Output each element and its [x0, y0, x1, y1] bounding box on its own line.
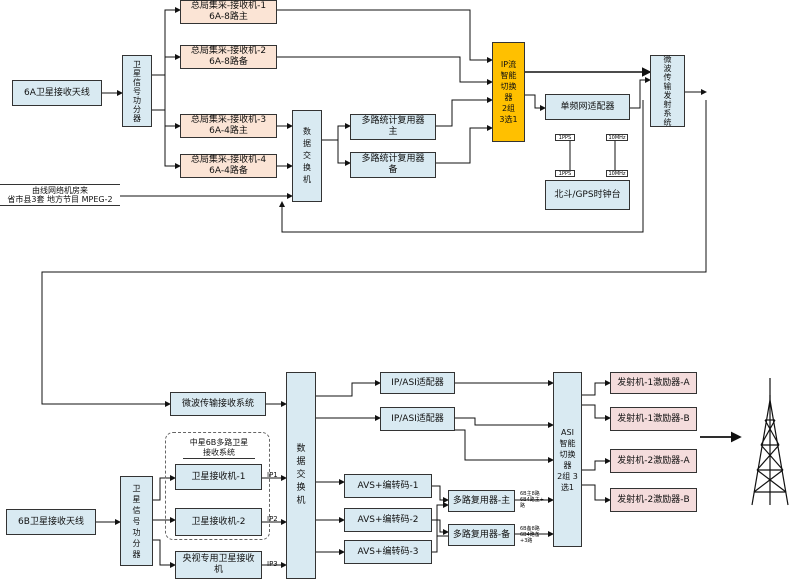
sfn-adapter: 单频网适配器 [545, 94, 630, 120]
receiver-6a8-backup: 总局集采-接收机-2 6A-8路备 [180, 45, 277, 69]
tx1-exciter-a: 发射机-1激励器-A [610, 372, 697, 394]
avs-transcoder-1: AVS+编转码-1 [344, 474, 432, 498]
microwave-tx-system: 微 波 传 输 发 射 系 统 [650, 55, 685, 127]
pps-signal-b: 1PPS [555, 170, 575, 177]
data-switch-bottom: 数 据 交 换 机 [286, 372, 316, 579]
receiver-6a4-backup: 总局集采-接收机-4 6A-4路备 [180, 154, 277, 178]
cctv-receiver: 央视专用卫星接收 机 [175, 551, 262, 579]
antenna-6a-label: 6A卫星接收天线 [12, 80, 102, 106]
zhongxing-6b-group [165, 432, 270, 540]
tx1-exciter-b: 发射机-1激励器-B [610, 407, 697, 431]
group-title: 中星6B多路卫星 接收系统 [183, 437, 255, 459]
stat-mux-main: 多路统计复用器 主 [350, 114, 436, 140]
stat-mux-backup: 多路统计复用器 备 [350, 152, 436, 178]
10mhz-signal-a: 10MHz [606, 134, 628, 141]
10mhz-signal-b: 10MHz [606, 170, 628, 177]
ip-asi-adapter-1: IP/ASI适配器 [380, 372, 455, 394]
beidou-gps-clock: 北斗/GPS时钟台 [545, 180, 630, 210]
sat-receiver-2: 卫星接收机-2 [175, 508, 262, 536]
asi-switcher: ASI 智能 切换 器 2组 3 选1 [553, 372, 582, 547]
ip-stream-switcher: IP流 智能 切换 器 2组 3选1 [492, 42, 525, 142]
antenna-6b-label: 6B卫星接收天线 [6, 509, 96, 535]
fiber-source-label: 由线网络机房来 省市县3套 地方节目 MPEG-2 [0, 184, 120, 206]
signal-splitter-bottom: 卫 星 信 号 功 分 器 [120, 476, 153, 566]
mux-backup-note: 6B备8路 6B4路备 +3路 [520, 526, 540, 544]
multiplexer-main: 多路复用器-主 [448, 490, 515, 512]
ip2-label: IP2 [267, 515, 278, 523]
avs-transcoder-3: AVS+编转码-3 [344, 540, 432, 564]
mux-main-note: 6B主8路 6B4路主+ 路 [520, 491, 544, 509]
ip-asi-adapter-2: IP/ASI适配器 [380, 407, 455, 431]
microwave-rx-system: 微波传输接收系统 [170, 392, 266, 416]
receiver-6a8-main: 总局集采-接收机-1 6A-8路主 [180, 0, 277, 24]
data-switch-top: 数 据 交 换 机 [292, 110, 322, 202]
pps-signal-a: 1PPS [555, 134, 575, 141]
tx2-exciter-a: 发射机-2激励器-A [610, 449, 697, 473]
sat-receiver-1: 卫星接收机-1 [175, 464, 262, 490]
multiplexer-backup: 多路复用器-备 [448, 524, 515, 546]
avs-transcoder-2: AVS+编转码-2 [344, 508, 432, 532]
ip3-label: IP3 [267, 560, 278, 568]
tx2-exciter-b: 发射机-2激励器-B [610, 488, 697, 512]
ip1-label: IP1 [267, 471, 278, 479]
transmission-tower-icon [751, 378, 789, 506]
receiver-6a4-main: 总局集采-接收机-3 6A-4路主 [180, 114, 277, 138]
signal-splitter-top: 卫 星 信 号 功 分 器 [122, 55, 152, 127]
